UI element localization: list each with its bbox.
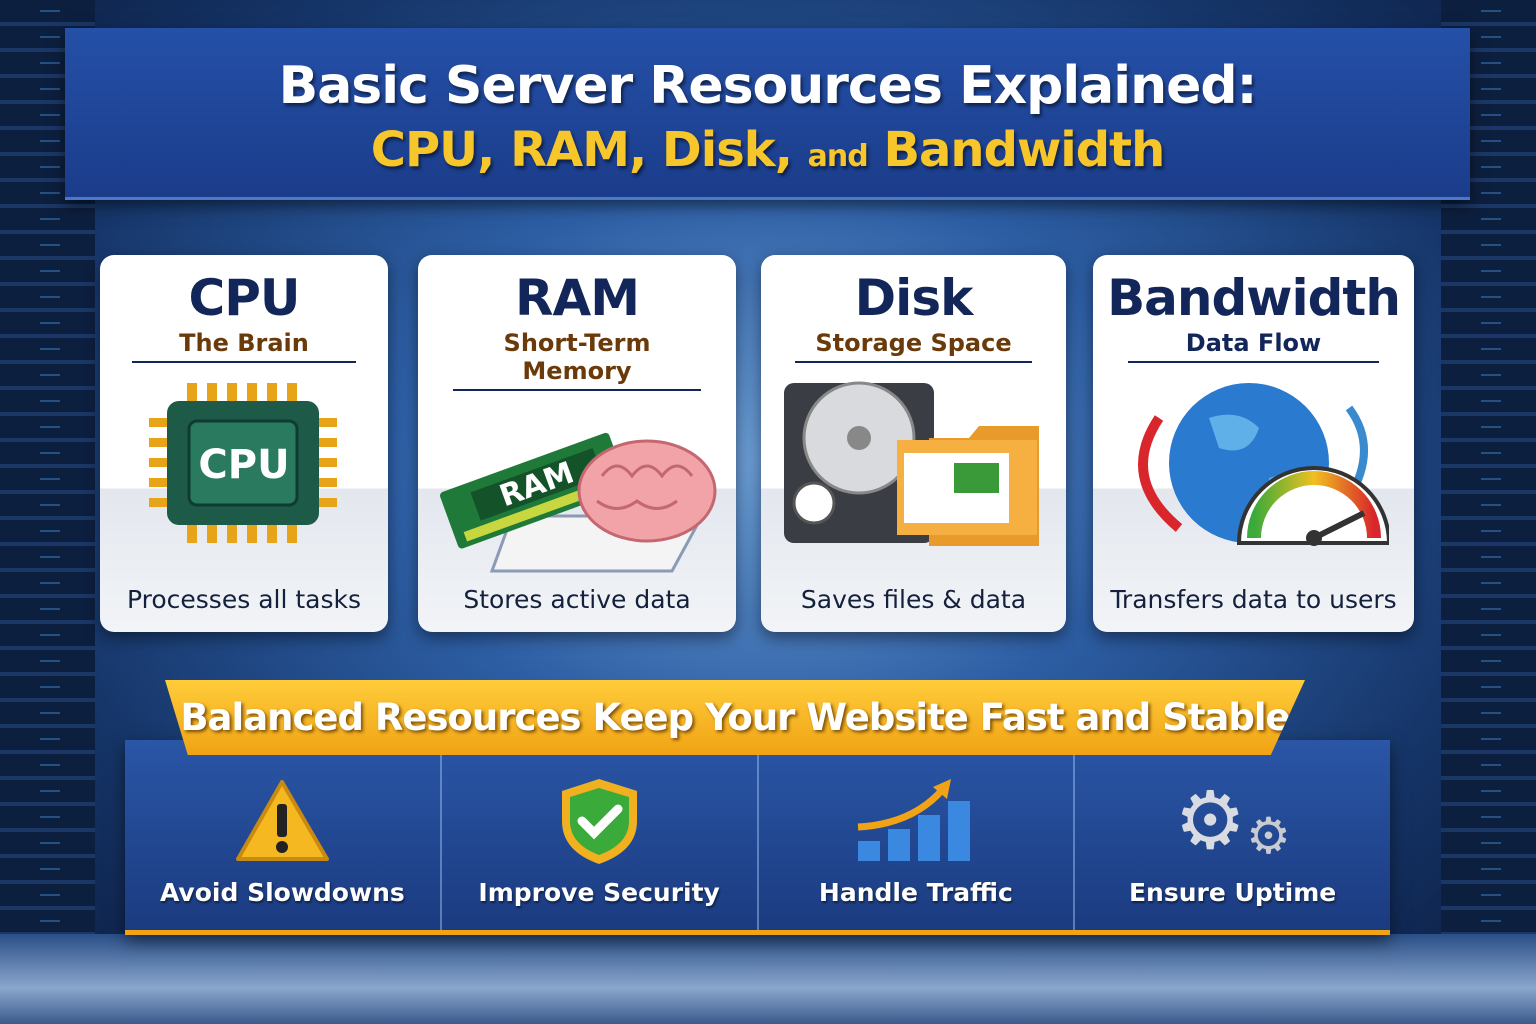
benefit-label: Handle Traffic — [818, 878, 1013, 907]
card-title: Disk — [854, 269, 974, 327]
warning-icon — [125, 776, 440, 866]
gears-icon: ⚙⚙ — [1174, 774, 1291, 867]
globe-speedometer-icon — [1093, 363, 1414, 563]
benefit-label: Avoid Slowdowns — [159, 878, 405, 907]
card-caption: Stores active data — [463, 585, 691, 614]
card-subtitle: Short-Term Memory — [452, 329, 702, 391]
card-caption: Saves files & data — [800, 585, 1027, 614]
benefit-handle-traffic: Handle Traffic — [756, 740, 1074, 930]
card-subtitle: Data Flow — [1128, 329, 1379, 363]
cpu-chip-icon: CPU — [100, 363, 388, 563]
benefit-label: Ensure Uptime — [1128, 878, 1337, 907]
cpu-chip-label: CPU — [198, 442, 290, 488]
card-title: CPU — [188, 269, 301, 327]
card-title: Bandwidth — [1107, 269, 1401, 327]
growth-chart-icon — [759, 776, 1074, 866]
ram-brain-icon: RAM — [418, 391, 736, 591]
subtitle-part2: Bandwidth — [883, 122, 1165, 178]
title-banner: Basic Server Resources Explained: CPU, R… — [65, 28, 1470, 200]
card-subtitle: The Brain — [131, 329, 357, 363]
hard-disk-folder-icon — [761, 363, 1066, 563]
shield-check-icon — [442, 776, 757, 866]
benefit-ensure-uptime: ⚙⚙ Ensure Uptime — [1073, 740, 1390, 930]
floor — [0, 934, 1536, 1024]
card-caption: Processes all tasks — [127, 585, 361, 614]
benefit-label: Improve Security — [478, 878, 720, 907]
key-message-banner: Balanced Resources Keep Your Website Fas… — [165, 680, 1305, 755]
benefits-panel: Avoid Slowdowns Improve Security Handle … — [125, 740, 1390, 935]
card-disk: Disk Storage Space Saves files & data — [761, 255, 1066, 632]
subtitle-part1: CPU, RAM, Disk, — [370, 122, 793, 178]
benefit-avoid-slowdowns: Avoid Slowdowns — [125, 740, 440, 930]
card-bandwidth: Bandwidth Data Flow Transfers data to us… — [1093, 255, 1414, 632]
card-subtitle: Storage Space — [794, 329, 1033, 363]
card-title: RAM — [515, 269, 640, 327]
card-ram: RAM Short-Term Memory RAM Stores active … — [418, 255, 736, 632]
subtitle: CPU, RAM, Disk, and Bandwidth — [65, 122, 1470, 178]
card-caption: Transfers data to users — [1110, 585, 1397, 614]
title: Basic Server Resources Explained: — [278, 56, 1258, 116]
subtitle-and: and — [807, 139, 869, 174]
benefit-improve-security: Improve Security — [439, 740, 757, 930]
card-cpu: CPU The Brain CPU Processes all tasks — [100, 255, 388, 632]
